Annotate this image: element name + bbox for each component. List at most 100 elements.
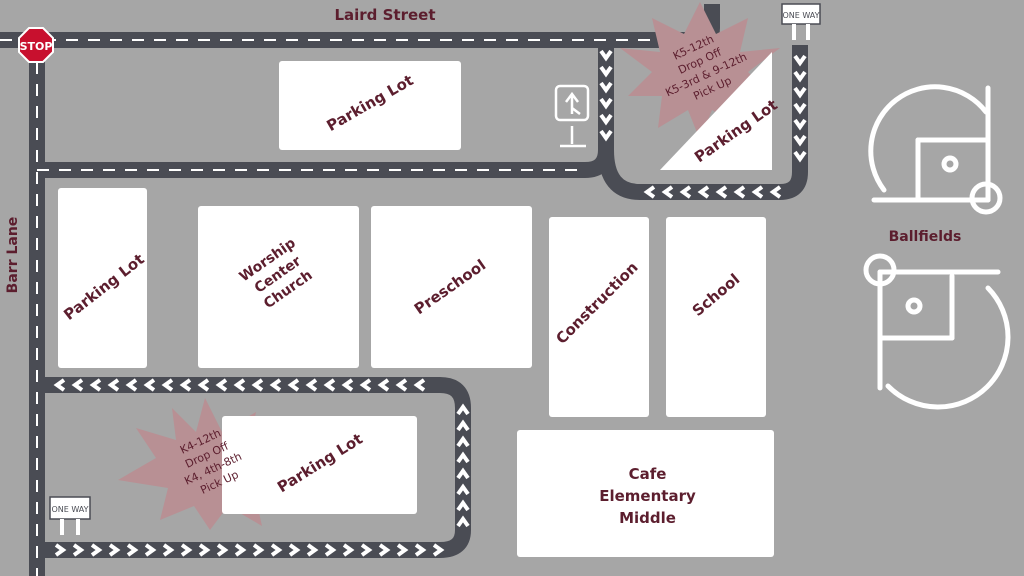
chevron-arrow-icon — [769, 185, 782, 199]
school-building — [666, 217, 766, 417]
chevron-arrow-icon — [377, 378, 390, 392]
chevron-arrow-icon — [643, 185, 656, 199]
chevron-arrow-icon — [793, 54, 807, 67]
chevron-arrow-icon — [456, 515, 470, 528]
ballfield-diamond-icon — [863, 253, 1011, 410]
chevron-arrow-icon — [216, 543, 229, 557]
chevron-arrow-icon — [793, 150, 807, 163]
worship-center-building — [198, 206, 359, 368]
chevron-arrow-icon — [162, 543, 175, 557]
chevron-arrow-icon — [378, 543, 391, 557]
chevron-arrow-icon — [251, 378, 264, 392]
barr-lane-label: Barr Lane — [5, 216, 21, 294]
cafe-line-3: Middle — [619, 509, 676, 527]
one-way-sign-icon: ONE WAY — [49, 496, 91, 535]
chevron-arrow-icon — [456, 419, 470, 432]
chevron-arrow-icon — [715, 185, 728, 199]
chevron-arrow-icon — [179, 378, 192, 392]
chevron-arrow-icon — [53, 49, 807, 557]
chevron-arrow-icon — [126, 543, 139, 557]
chevron-arrow-icon — [456, 499, 470, 512]
parking-lot-left — [58, 188, 147, 368]
chevron-arrow-icon — [90, 543, 103, 557]
chevron-arrow-icon — [89, 378, 102, 392]
chevron-arrow-icon — [456, 483, 470, 496]
chevron-arrow-icon — [108, 543, 121, 557]
chevron-arrow-icon — [143, 378, 156, 392]
chevron-arrow-icon — [793, 70, 807, 83]
chevron-arrow-icon — [599, 129, 613, 142]
chevron-arrow-icon — [341, 378, 354, 392]
chevron-arrow-icon — [287, 378, 300, 392]
chevron-arrow-icon — [396, 543, 409, 557]
road-centerlines — [0, 39, 700, 576]
chevron-arrow-icon — [125, 378, 138, 392]
chevron-arrow-icon — [432, 543, 445, 557]
chevron-arrow-icon — [215, 378, 228, 392]
chevron-arrow-icon — [305, 378, 318, 392]
chevron-arrow-icon — [413, 378, 426, 392]
chevron-arrow-icon — [793, 86, 807, 99]
chevron-arrow-icon — [269, 378, 282, 392]
chevron-arrow-icon — [342, 543, 355, 557]
chevron-arrow-icon — [107, 378, 120, 392]
right-loop-road — [598, 45, 808, 200]
chevron-arrow-icon — [53, 378, 66, 392]
chevron-arrow-icon — [697, 185, 710, 199]
parking-lot-bottom — [222, 416, 417, 514]
top-zone-burst-icon — [620, 2, 780, 140]
parking-lot-right — [660, 52, 772, 170]
chevron-arrow-icon — [54, 543, 67, 557]
chevron-arrow-icon — [599, 49, 613, 62]
cafe-label: Cafe Elementary Middle — [590, 463, 705, 529]
one-way-sign-label-top: ONE WAY — [782, 11, 819, 20]
chevron-arrow-icon — [288, 543, 301, 557]
preschool-building — [371, 206, 532, 368]
ballfield-diamond-icon — [868, 84, 1003, 215]
chevron-arrow-icon — [360, 543, 373, 557]
chevron-arrow-icon — [599, 81, 613, 94]
chevron-arrow-icon — [661, 185, 674, 199]
chevron-arrow-icon — [233, 378, 246, 392]
chevron-arrow-icon — [751, 185, 764, 199]
chevron-arrow-icon — [793, 102, 807, 115]
chevron-arrow-icon — [323, 378, 336, 392]
chevron-arrow-icon — [733, 185, 746, 199]
one-way-sign-icon: ONE WAY — [781, 3, 821, 40]
chevron-arrow-icon — [306, 543, 319, 557]
chevron-arrow-icon — [198, 543, 211, 557]
chevron-arrow-icon — [71, 378, 84, 392]
chevron-arrow-icon — [456, 435, 470, 448]
chevron-arrow-icon — [679, 185, 692, 199]
merge-sign-icon — [554, 84, 590, 148]
cafe-line-2: Elementary — [599, 487, 696, 505]
chevron-arrow-icon — [599, 97, 613, 110]
chevron-arrow-icon — [793, 134, 807, 147]
chevron-arrow-icon — [72, 543, 85, 557]
chevron-arrow-icon — [793, 118, 807, 131]
cafe-line-1: Cafe — [628, 465, 667, 483]
chevron-arrow-icon — [270, 543, 283, 557]
chevron-arrow-icon — [456, 403, 470, 416]
stop-sign-icon: STOP — [18, 27, 54, 63]
chevron-arrow-icon — [456, 451, 470, 464]
chevron-arrow-icon — [599, 65, 613, 78]
chevron-arrow-icon — [252, 543, 265, 557]
stop-sign-label: STOP — [20, 40, 53, 53]
construction-building — [549, 217, 649, 417]
chevron-arrow-icon — [599, 113, 613, 126]
chevron-arrow-icon — [234, 543, 247, 557]
chevron-arrow-icon — [180, 543, 193, 557]
ballfields-label: Ballfields — [888, 229, 962, 245]
chevron-arrow-icon — [161, 378, 174, 392]
chevron-arrow-icon — [414, 543, 427, 557]
chevron-arrow-icon — [456, 467, 470, 480]
chevron-arrow-icon — [197, 378, 210, 392]
chevron-arrow-icon — [144, 543, 157, 557]
chevron-arrow-icon — [324, 543, 337, 557]
chevron-arrow-icon — [359, 378, 372, 392]
cafe-building — [517, 430, 774, 557]
laird-street-label: Laird Street — [334, 6, 436, 24]
one-way-sign-label-bottom: ONE WAY — [51, 505, 88, 514]
chevron-arrow-icon — [395, 378, 408, 392]
